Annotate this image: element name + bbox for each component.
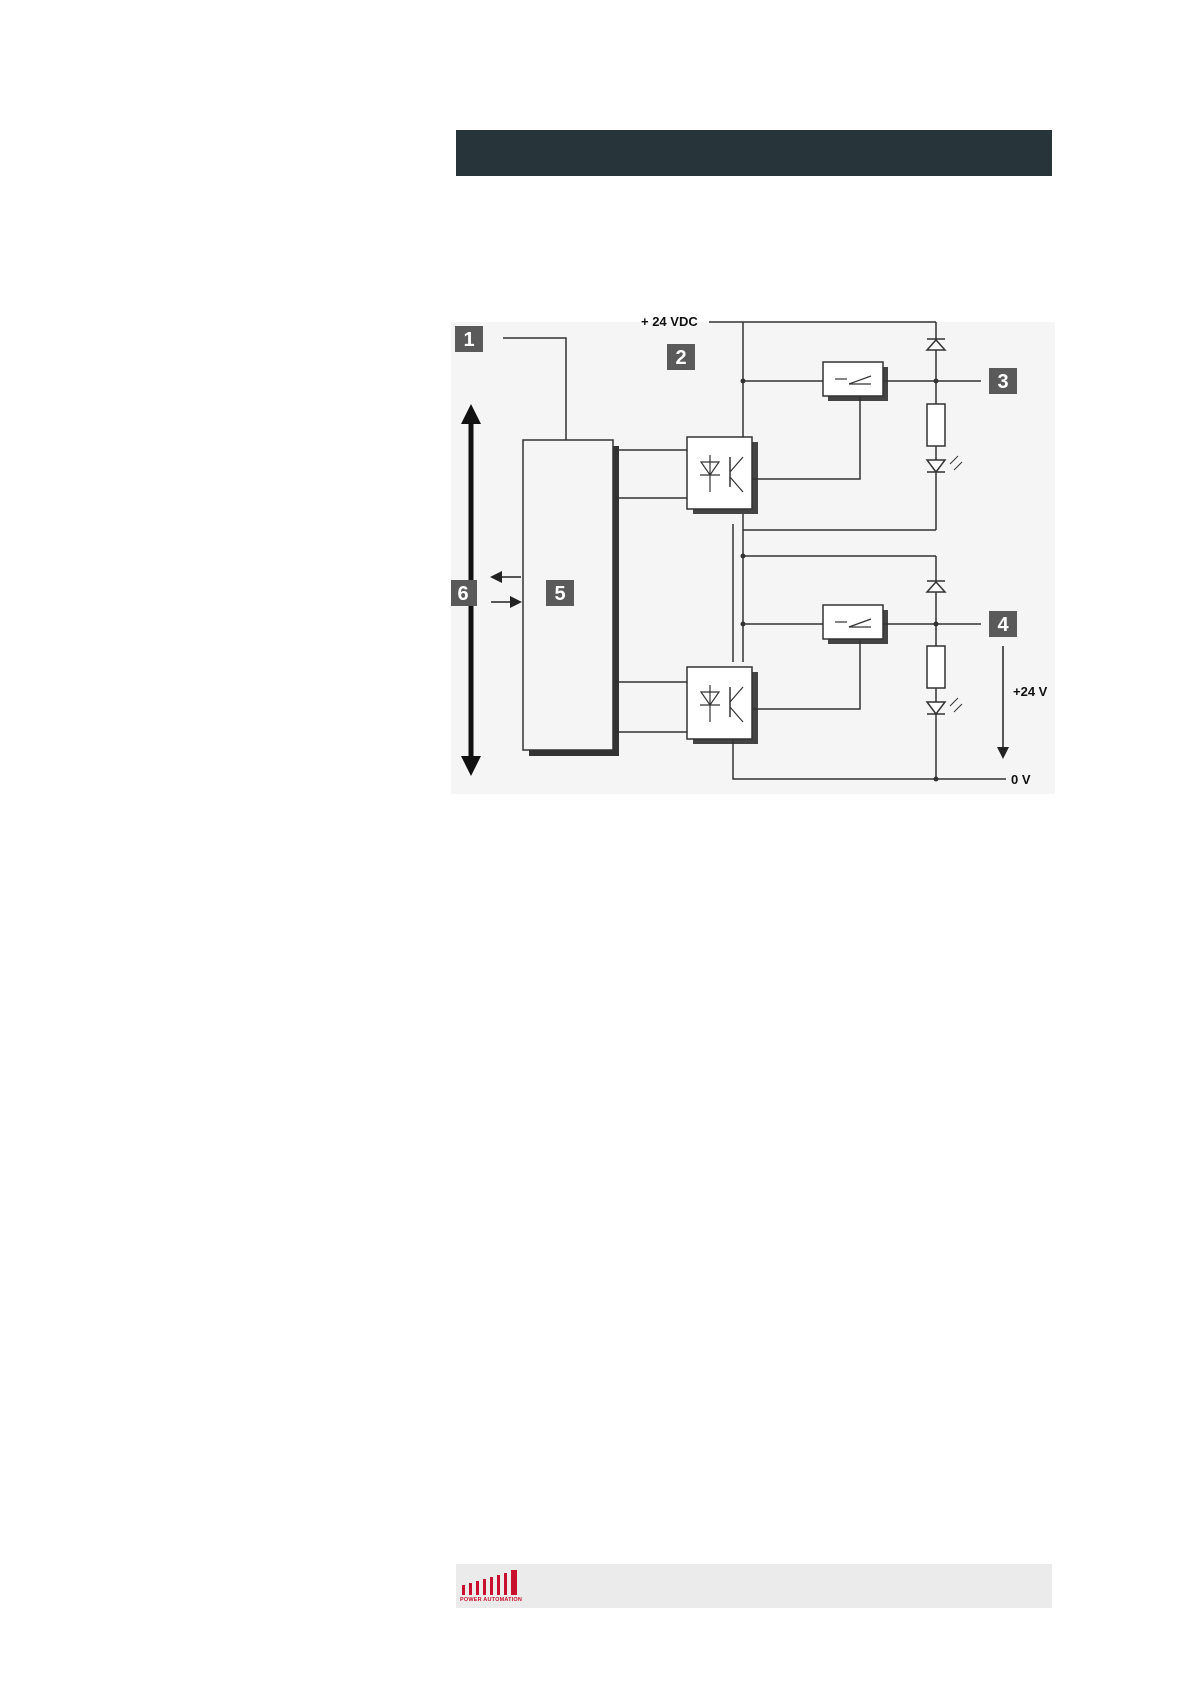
ground-label: 0 V	[1011, 772, 1031, 787]
section-header-bar	[456, 130, 1052, 176]
svg-text:1: 1	[463, 329, 474, 351]
svg-text:3: 3	[997, 371, 1008, 393]
power-automation-logo: POWER AUTOMATION	[460, 1567, 530, 1605]
optocoupler-upper	[687, 437, 758, 514]
load-voltage-label: +24 V	[1013, 684, 1048, 699]
callout-5: 5	[546, 580, 574, 606]
svg-text:4: 4	[997, 614, 1009, 636]
svg-text:5: 5	[554, 583, 565, 605]
footer-bar: POWER AUTOMATION	[456, 1564, 1052, 1608]
callout-6: 6	[451, 580, 477, 606]
optocoupler-lower	[687, 667, 758, 744]
circuit-diagram: 1 + 24 VDC 2 3	[451, 312, 1055, 798]
output-switch-lower	[823, 605, 888, 644]
supply-label: + 24 VDC	[641, 314, 698, 329]
logo-text: POWER AUTOMATION	[460, 1597, 522, 1603]
output-switch-upper	[823, 362, 888, 401]
callout-2: 2	[667, 344, 695, 370]
svg-text:6: 6	[457, 583, 468, 605]
callout-4: 4	[989, 611, 1017, 637]
callout-3: 3	[989, 368, 1017, 394]
callout-1: 1	[455, 326, 483, 352]
svg-text:2: 2	[675, 347, 686, 369]
